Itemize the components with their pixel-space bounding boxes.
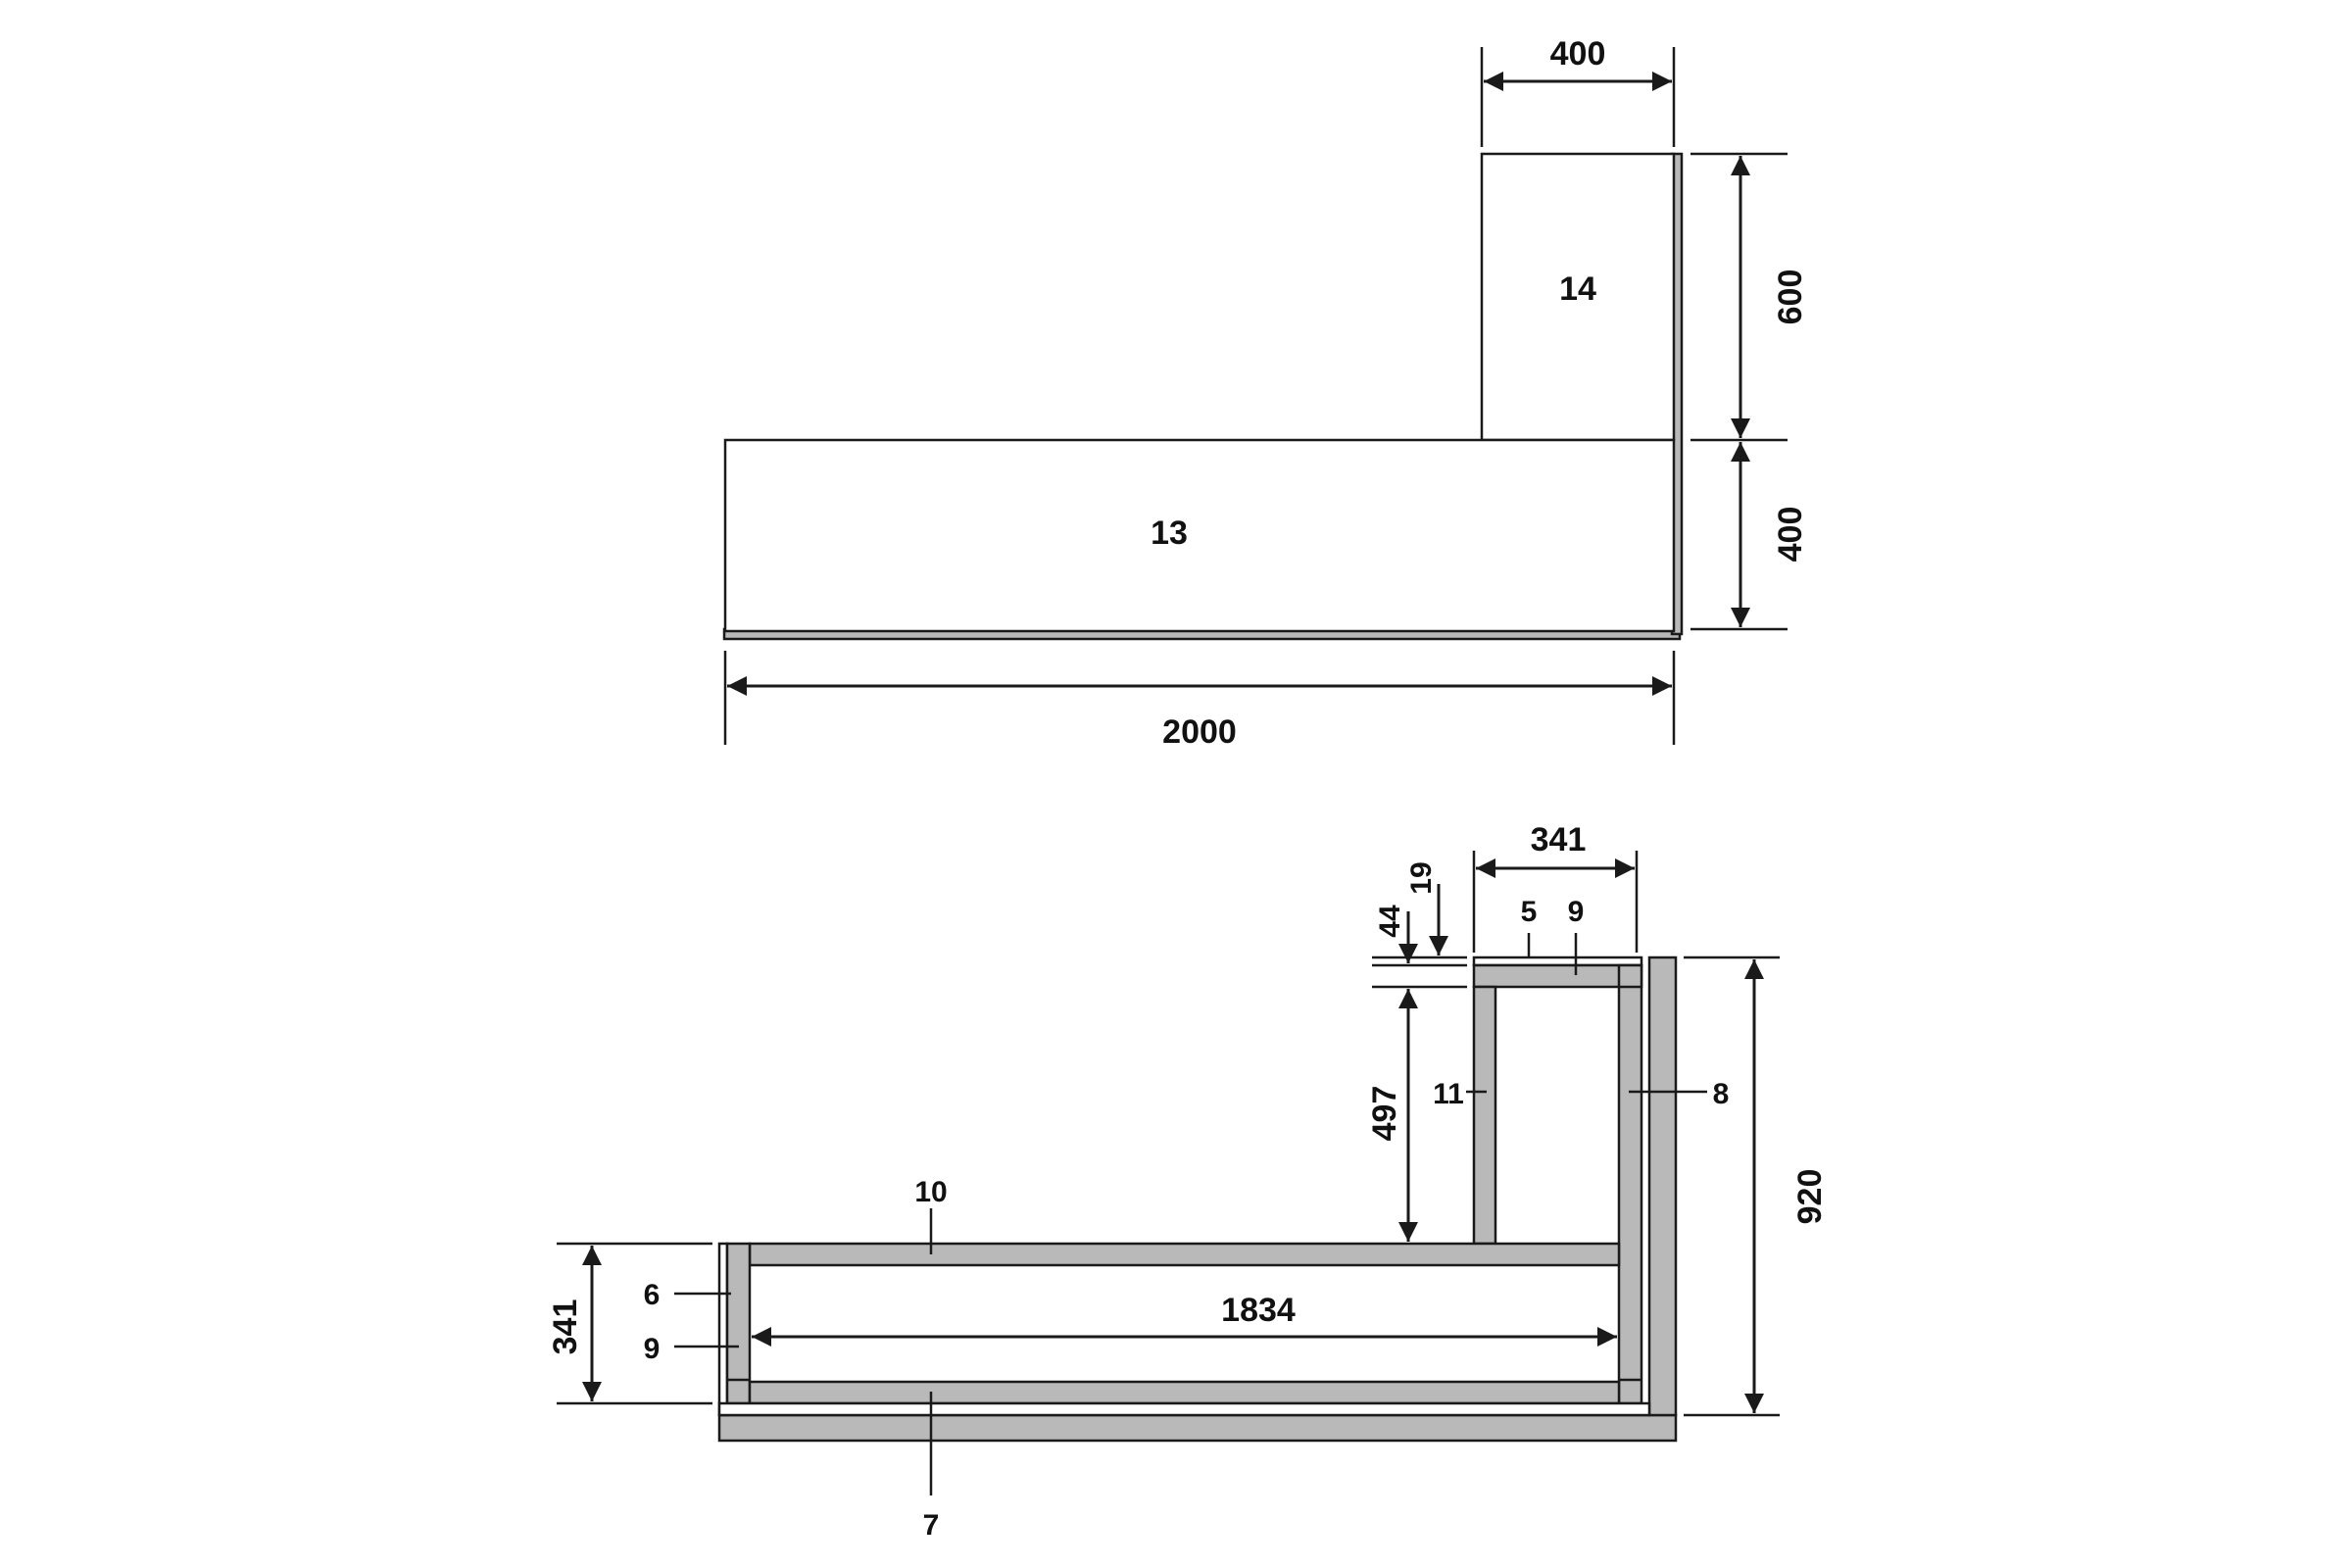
part-label-5: 5 (1521, 896, 1538, 928)
dim-upper-height-label: 600 (1772, 270, 1809, 325)
panel-14 (1480, 152, 1676, 442)
dim-left-341-label: 341 (547, 1299, 584, 1355)
part-label-9-top: 9 (1568, 896, 1585, 928)
dim-lower-height-label: 400 (1772, 507, 1809, 563)
top-view (722, 152, 1684, 641)
part-label-7: 7 (923, 1509, 940, 1542)
panel-14-label: 14 (1559, 270, 1596, 308)
dim-19-label: 19 (1405, 861, 1438, 894)
dim-44-label: 44 (1374, 905, 1406, 938)
part-leader-lines (674, 933, 1707, 1495)
rail-10 (748, 1242, 1621, 1267)
bottom-view (717, 956, 1678, 1443)
base-separator (717, 1401, 1651, 1417)
post-8 (1617, 963, 1643, 1405)
top-view-dimension-arrows (727, 72, 1750, 696)
bottom-view-dimension-arrows (582, 858, 1764, 1413)
part-label-10: 10 (914, 1176, 947, 1208)
part-label-9-left: 9 (644, 1333, 661, 1365)
top-rail-5-9 (1472, 963, 1643, 989)
dim-inner-1834-label: 1834 (1221, 1292, 1296, 1329)
part-label-8: 8 (1713, 1078, 1730, 1110)
panel-13-label: 13 (1151, 514, 1188, 552)
dim-top-width-label: 400 (1550, 35, 1606, 73)
part-label-11: 11 (1433, 1078, 1464, 1110)
top-view-extension-lines (723, 47, 1788, 745)
riser-11 (1472, 985, 1497, 1246)
dim-riser-497-label: 497 (1366, 1086, 1403, 1142)
part-label-6: 6 (644, 1279, 661, 1311)
side-panel-right-outer (1647, 956, 1678, 1417)
base-panel-7-strip (717, 1413, 1678, 1443)
bottom-rail-7 (748, 1380, 1621, 1405)
bottom-view-extension-lines (557, 851, 1780, 1417)
dim-total-width-label: 2000 (1162, 713, 1237, 751)
dim-top-width-341-label: 341 (1531, 821, 1587, 858)
dim-total-920-label: 920 (1791, 1169, 1829, 1225)
panel-13 (723, 438, 1676, 633)
